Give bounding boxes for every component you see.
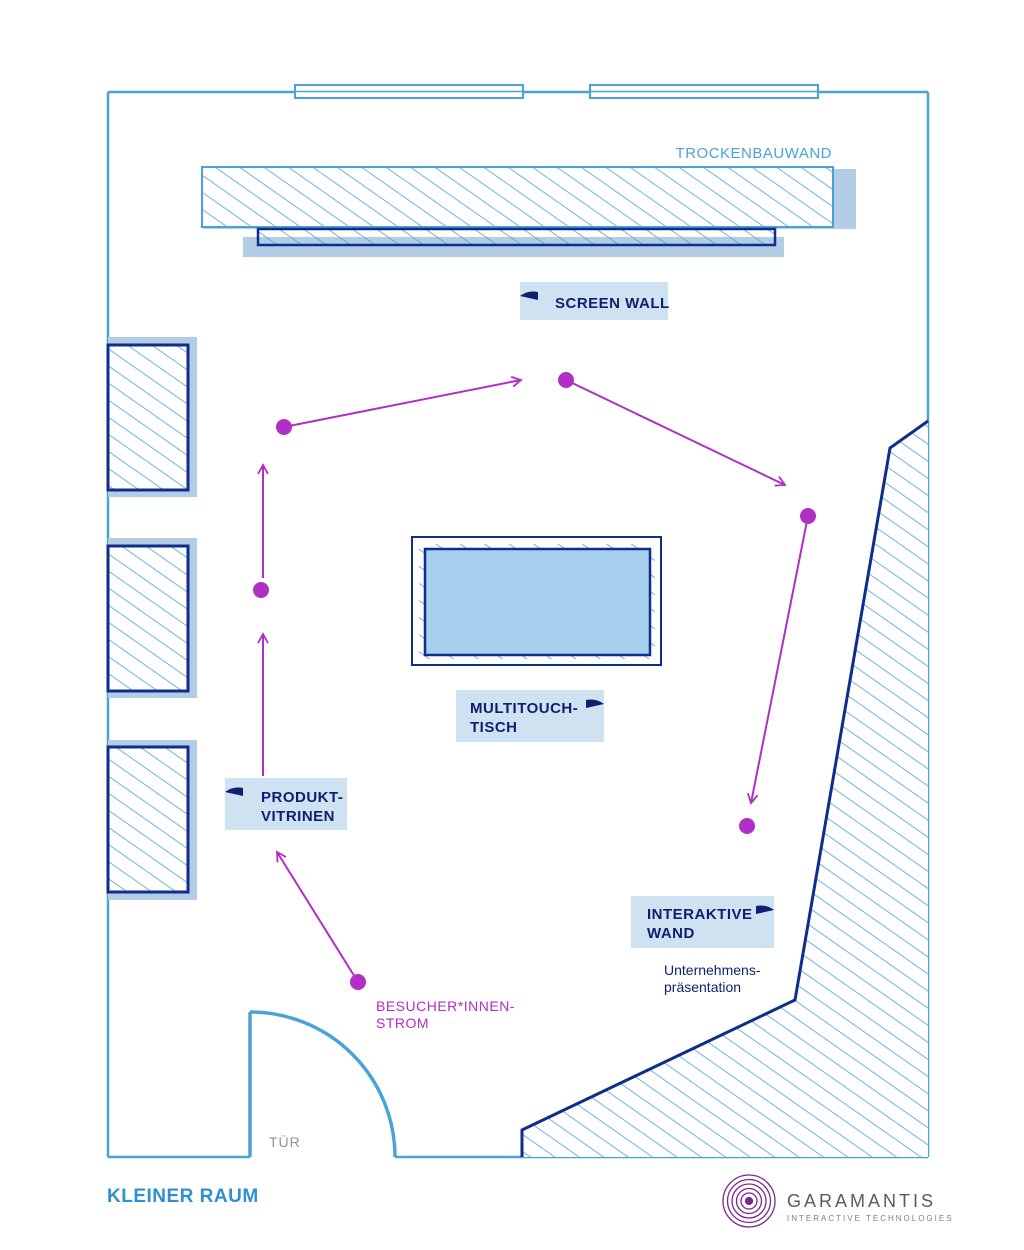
presentation-label-line1: Unternehmens- [664, 962, 761, 978]
screen-wall-label: SCREEN WALL [555, 295, 670, 312]
showcase-3 [106, 740, 197, 900]
flow-dot [276, 419, 292, 435]
showcase-2 [106, 538, 197, 698]
flow-dot [739, 818, 755, 834]
interactive-wall-tag: INTERAKTIVE WAND [631, 896, 774, 948]
flow-dot [253, 582, 269, 598]
showcases-label-line2: VITRINEN [261, 808, 335, 825]
visitor-flow-label-line1: BESUCHER*INNEN- [376, 998, 515, 1014]
room-title: KLEINER RAUM [107, 1186, 259, 1207]
screen-wall-tag: SCREEN WALL [520, 282, 670, 320]
showcases-label-line1: PRODUKT- [261, 789, 343, 806]
drywall [201, 166, 856, 229]
interactive-wall-label-line1: INTERAKTIVE [647, 906, 753, 923]
window-right [589, 84, 819, 99]
multitouch-label-line1: MULTITOUCH- [470, 700, 578, 717]
showcase-1 [106, 337, 197, 497]
window-left [294, 84, 524, 99]
visitor-flow-label-line2: STROM [376, 1015, 429, 1031]
showcases-tag: PRODUKT- VITRINEN [225, 778, 347, 830]
interactive-wall-label-line2: WAND [647, 925, 695, 942]
door-label: TÜR [269, 1133, 301, 1150]
multitouch-tag: MULTITOUCH- TISCH [456, 690, 604, 742]
brand-name: GARAMANTIS [787, 1191, 936, 1211]
flow-dot [558, 372, 574, 388]
flow-dot [350, 974, 366, 990]
brand-logo-icon [722, 1174, 776, 1228]
brand-tagline: INTERACTIVE TECHNOLOGIES [787, 1214, 954, 1223]
flow-dot [800, 508, 816, 524]
brand-logo: GARAMANTIS INTERACTIVE TECHNOLOGIES [722, 1174, 954, 1228]
interactive-wall [520, 419, 929, 1157]
visitor-flow [253, 372, 816, 990]
door [248, 1010, 397, 1158]
screen-wall [243, 227, 784, 257]
drywall-label: TROCKENBAUWAND [676, 145, 832, 162]
multitouch-label-line2: TISCH [470, 719, 518, 736]
multitouch-table [411, 536, 662, 666]
presentation-label-line2: präsentation [664, 979, 741, 995]
